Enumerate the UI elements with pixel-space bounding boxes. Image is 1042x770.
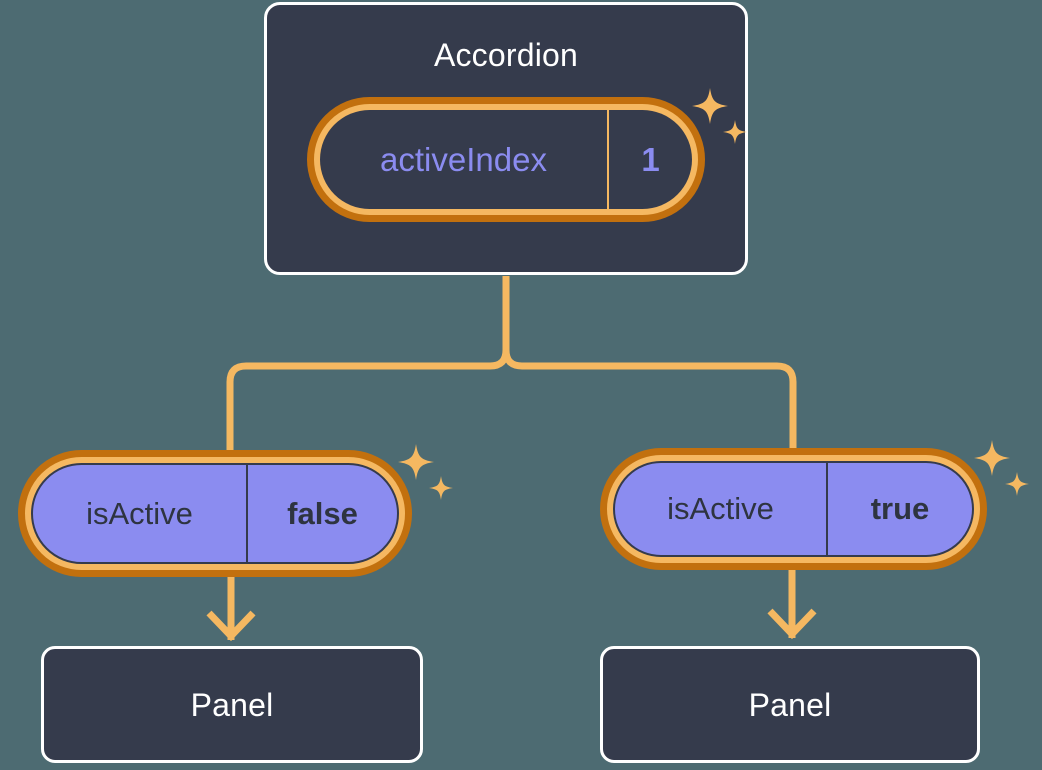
page-title: Accordion <box>433 37 579 73</box>
state-pill-ring: activeIndex 1 <box>307 97 705 222</box>
wire-to-right-branch <box>502 349 797 450</box>
sparkle-four-point-small-icon <box>429 476 453 500</box>
sparkle-four-point-small-icon <box>1005 472 1029 496</box>
state-pill-body: activeIndex 1 <box>320 110 692 209</box>
prop-pill-ring-right: isActive true <box>600 448 987 570</box>
prop-value-label-right: true <box>826 463 972 555</box>
prop-pill-ring-left: isActive false <box>18 450 412 577</box>
prop-key-label-left: isActive <box>86 495 193 531</box>
prop-value-label-left: false <box>246 465 397 562</box>
panel-title-left: Panel <box>190 686 274 723</box>
state-value-label: 1 <box>607 110 692 209</box>
arrow-down-icon-right <box>767 608 817 640</box>
panel-component-node-right[interactable]: Panel <box>600 646 980 763</box>
prop-pill-body-left: isActive false <box>31 463 399 564</box>
prop-pill-body-right: isActive true <box>613 461 974 557</box>
wire-to-left-branch <box>226 349 510 452</box>
panel-title-right: Panel <box>748 686 832 723</box>
prop-key-label-right: isActive <box>667 491 774 526</box>
state-key-label: activeIndex <box>380 140 547 178</box>
prop-pill-isactive-true[interactable]: isActive true <box>600 448 987 570</box>
state-pill-activeindex[interactable]: activeIndex 1 <box>307 97 705 222</box>
prop-pill-isactive-false[interactable]: isActive false <box>18 450 412 577</box>
arrow-down-icon-left <box>206 610 256 642</box>
panel-component-node-left[interactable]: Panel <box>41 646 423 763</box>
